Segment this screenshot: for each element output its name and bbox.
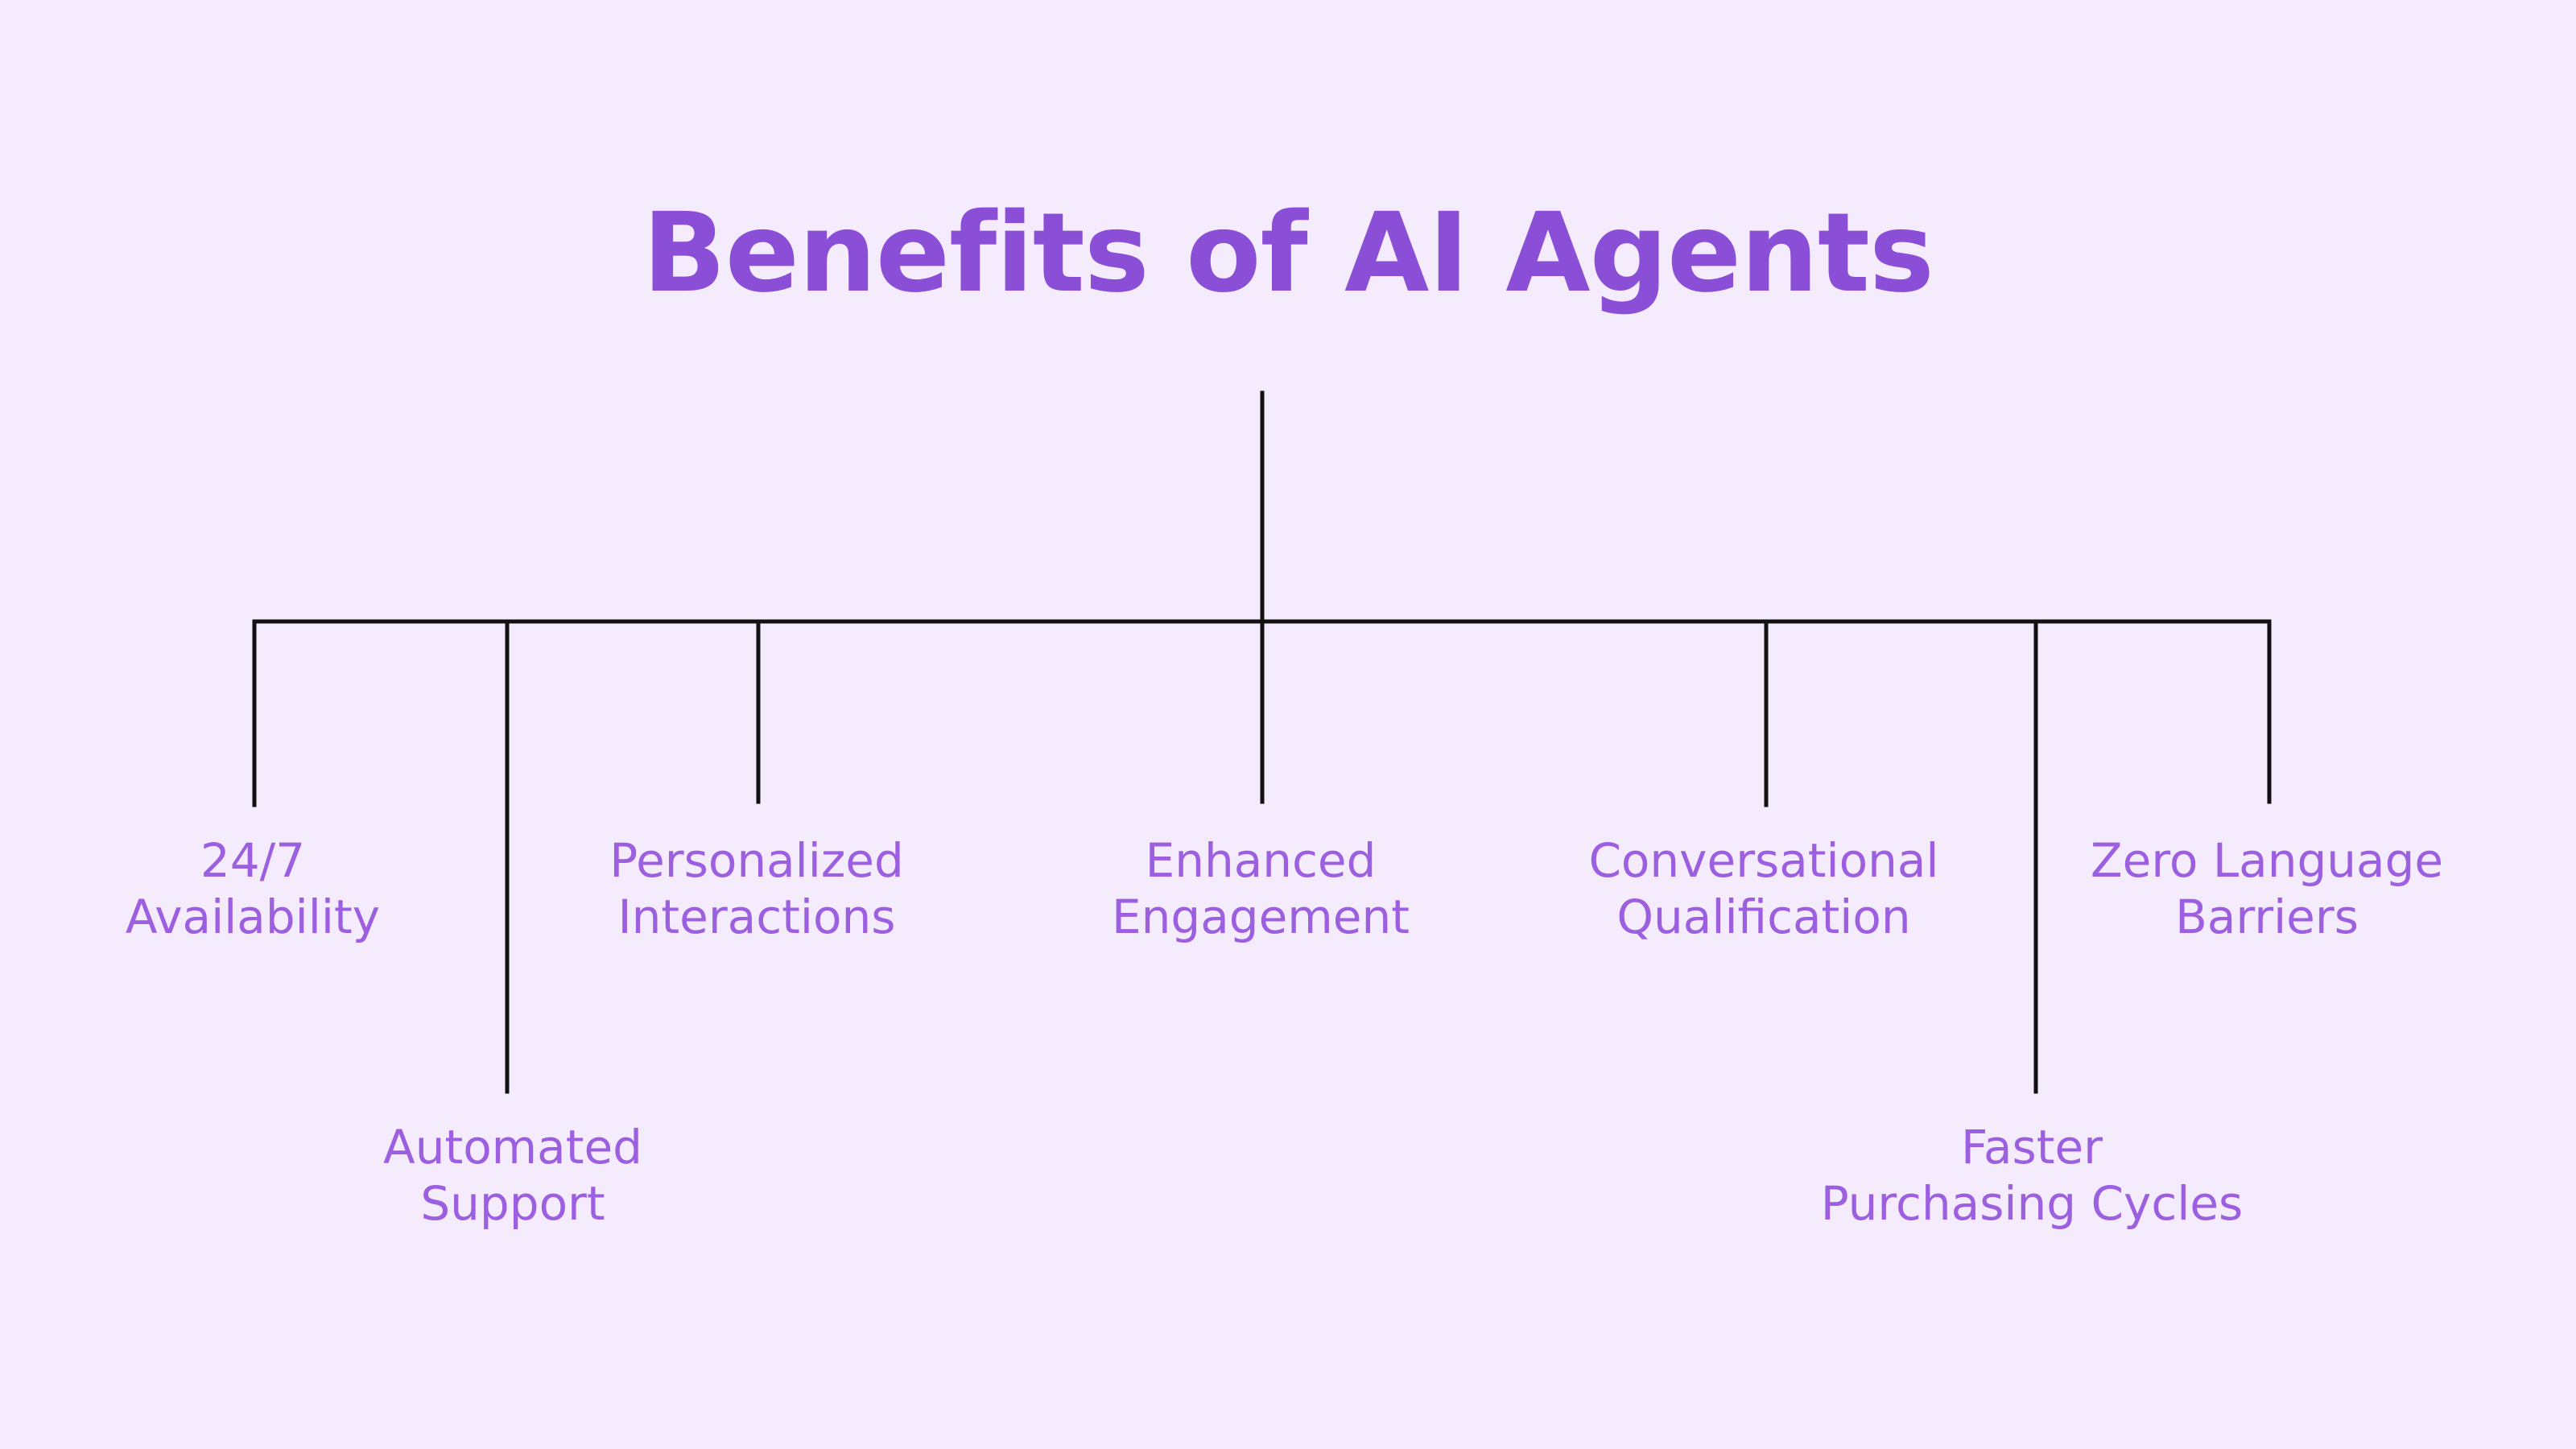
node-label-line: Zero Language <box>2090 833 2444 888</box>
node-label-line: Purchasing Cycles <box>1820 1176 2244 1231</box>
node-label-line: Availability <box>125 890 381 944</box>
node-label-automated-support: Automated Support <box>255 1119 770 1232</box>
node-label-faster-purchasing-cycles: Faster Purchasing Cycles <box>1774 1119 2289 1232</box>
node-label-line: Automated <box>383 1120 642 1174</box>
node-label-line: Faster <box>1960 1120 2103 1174</box>
node-label-zero-language-barriers: Zero Language Barriers <box>2009 832 2524 945</box>
node-label-line: Engagement <box>1112 890 1410 944</box>
node-label-conversational-qualification: Conversational Qualification <box>1506 832 2021 945</box>
node-label-line: Personalized <box>609 833 904 888</box>
node-label-line: Interactions <box>617 890 896 944</box>
node-label-line: Support <box>420 1176 605 1231</box>
page-title: Benefits of AI Agents <box>642 190 1934 317</box>
node-label-line: Qualification <box>1616 890 1911 944</box>
node-label-line: 24/7 <box>200 833 306 888</box>
node-label-line: Enhanced <box>1145 833 1377 888</box>
node-label-enhanced-engagement: Enhanced Engagement <box>1003 832 1518 945</box>
node-label-line: Conversational <box>1588 833 1939 888</box>
node-label-line: Barriers <box>2175 890 2359 944</box>
node-label-availability: 24/7 Availability <box>0 832 510 945</box>
node-label-personalized-interactions: Personalized Interactions <box>499 832 1014 945</box>
